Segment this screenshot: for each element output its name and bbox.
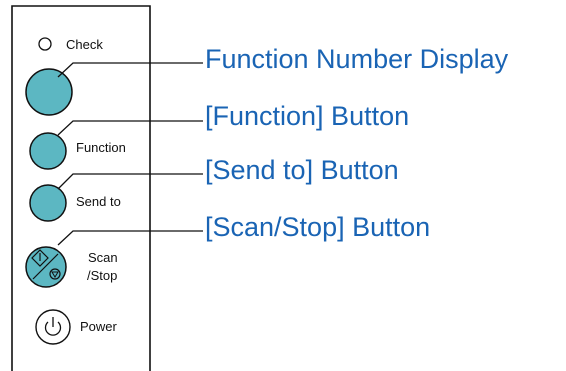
function-label: Function [76, 140, 126, 155]
callout-function-number-display: Function Number Display [205, 44, 509, 74]
callout-function-button: [Function] Button [205, 101, 409, 131]
leader-line-function [57, 120, 203, 136]
leader-line-scan-stop [57, 230, 203, 246]
stop-icon [49, 268, 61, 280]
send-to-label: Send to [76, 194, 121, 209]
power-icon [44, 317, 62, 336]
start-icon [31, 249, 49, 267]
power-button[interactable] [35, 309, 71, 345]
scan-label-line1: Scan [88, 250, 118, 265]
scan-label-line2: /Stop [87, 268, 117, 283]
send-to-button[interactable] [29, 184, 67, 222]
check-label: Check [66, 37, 103, 52]
scan-stop-button[interactable] [25, 246, 67, 288]
check-led [38, 37, 52, 51]
callout-scan-stop-button: [Scan/Stop] Button [205, 212, 430, 242]
function-number-display [25, 68, 73, 116]
leader-line-send-to [57, 173, 203, 190]
leader-line-display [57, 62, 203, 78]
callout-send-to-button: [Send to] Button [205, 155, 399, 185]
function-button[interactable] [29, 132, 67, 170]
panel-outline [11, 5, 151, 371]
power-label: Power [80, 319, 118, 334]
